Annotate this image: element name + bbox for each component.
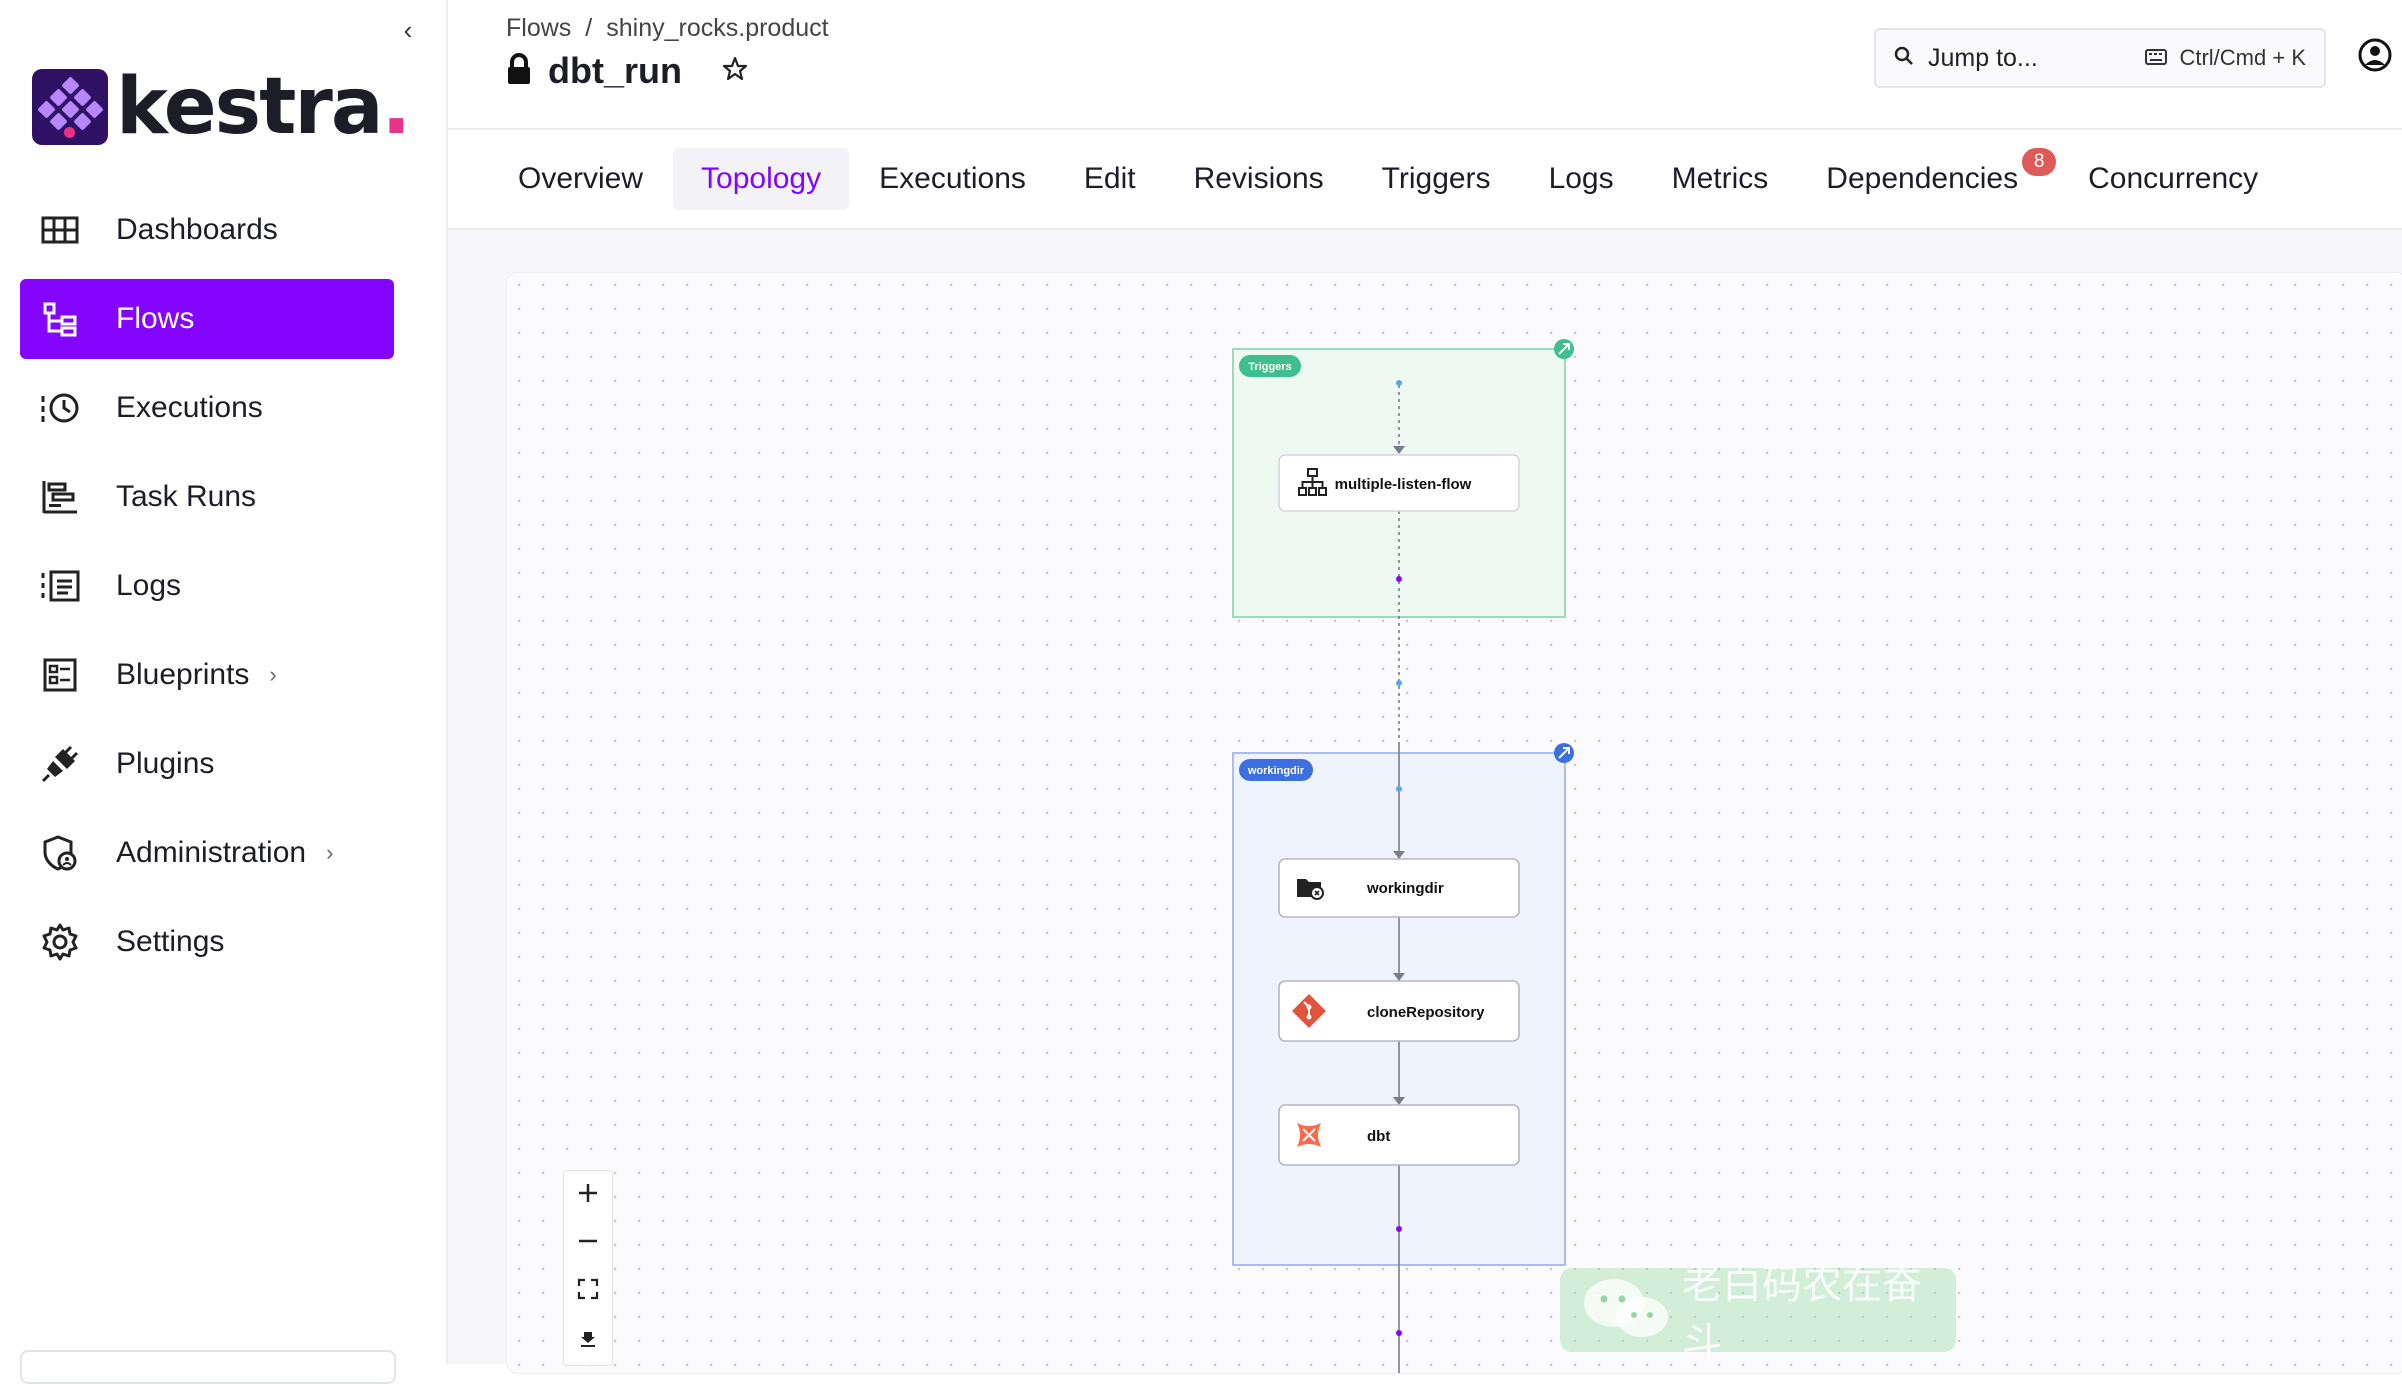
sidebar-item-flows[interactable]: Flows [20,279,394,359]
sidebar-item-label: Logs [116,569,182,602]
node-multiple-listen-flow[interactable]: multiple-listen-flow [1278,454,1520,512]
kestra-logo-mark [32,69,108,145]
tab-executions[interactable]: Executions [879,162,1026,195]
page-header: Flows / shiny_rocks.product dbt_run Jump t… [448,0,2402,130]
sidebar-item-label: Administration [116,836,307,869]
executions-icon [38,386,82,430]
dbt-icon [1297,1123,1321,1147]
tab-dependencies[interactable]: Dependencies 8 [1798,148,2058,210]
tab-overview[interactable]: Overview [518,162,644,195]
logs-icon [38,564,82,608]
jump-to-search[interactable]: Jump to... Ctrl/Cmd + K [1874,28,2326,88]
dashboards-icon [38,208,82,252]
tab-concurrency[interactable]: Concurrency [2088,162,2259,195]
workingdir-cluster-tag [1239,759,1313,781]
plugins-icon [38,742,82,786]
topology-area: Triggers workingdir [448,230,2402,1374]
node-label: dbt [1367,1128,1390,1145]
git-icon [1292,994,1326,1028]
triggers-cluster-tag [1239,355,1301,377]
sidebar-item-label: Plugins [116,747,215,780]
watermark-text: 老白码农在奋斗 [1682,1263,1922,1365]
search-icon [1894,46,1914,71]
breadcrumb-flows-link[interactable]: Flows [506,14,572,42]
chevron-right-icon: › [326,840,334,865]
flow-tabs: Overview Topology Executions Edit Revisi… [448,130,2402,230]
breadcrumb: Flows / shiny_rocks.product [506,14,829,43]
sidebar-item-label: Blueprints [116,658,250,691]
topology-graph: Triggers workingdir [1232,339,1574,1373]
tab-edit[interactable]: Edit [1083,162,1136,195]
page-title: dbt_run [548,50,682,91]
download-button[interactable] [564,1315,612,1363]
watermark: 老白码农在奋斗 [1560,1263,1956,1365]
sidebar-item-administration[interactable]: Administration › [20,813,394,893]
tab-revisions[interactable]: Revisions [1193,162,1324,195]
keyboard-icon [2145,45,2168,71]
keyboard-shortcut: Ctrl/Cmd + K [2145,45,2306,71]
folder-icon [1297,879,1324,900]
fit-view-button[interactable] [564,1267,612,1315]
triggers-cluster-label: Triggers [1248,361,1291,373]
breadcrumb-namespace-link[interactable]: shiny_rocks.product [606,14,829,42]
wechat-icon [1578,1273,1674,1348]
sidebar-item-label: Executions [116,391,263,424]
brand-name: kestra. [116,62,411,152]
sidebar-footer [20,1350,396,1384]
search-input[interactable]: Jump to... [1928,43,2038,72]
flows-icon [38,297,82,341]
hierarchy-icon [1298,468,1327,496]
zoom-out-button[interactable] [564,1219,612,1267]
sidebar: ‹ kestra. Dashboards Flows Ex [0,0,448,1384]
sidebar-item-settings[interactable]: Settings [20,902,394,982]
tab-label: Dependencies [1826,162,2019,195]
fullscreen-icon [577,1274,599,1308]
blueprints-icon [38,653,82,697]
node-label: cloneRepository [1367,1004,1485,1021]
sidebar-item-blueprints[interactable]: Blueprints › [20,635,394,715]
download-icon [578,1322,598,1356]
minus-icon [577,1226,599,1260]
collapse-sidebar-button[interactable]: ‹ [403,15,413,45]
tab-triggers[interactable]: Triggers [1381,162,1491,195]
tab-topology[interactable]: Topology [673,148,850,210]
zoom-in-button[interactable] [564,1171,612,1219]
workingdir-cluster-label: workingdir [1247,765,1305,777]
star-icon[interactable] [722,56,748,87]
node-label: multiple-listen-flow [1335,476,1472,493]
sidebar-item-logs[interactable]: Logs [20,546,394,626]
breadcrumb-separator: / [585,14,593,42]
node-workingdir[interactable]: workingdir [1278,858,1520,918]
node-dbt[interactable]: dbt [1278,1104,1520,1166]
sidebar-item-label: Flows [116,302,195,335]
sidebar-item-executions[interactable]: Executions [20,368,394,448]
chevron-right-icon: › [269,662,277,687]
user-avatar-icon[interactable] [2358,38,2392,77]
sidebar-item-label: Task Runs [116,480,257,513]
sidebar-item-dashboards[interactable]: Dashboards [20,190,394,270]
dependencies-count-badge: 8 [2022,148,2057,176]
kestra-logo[interactable]: kestra. [32,62,411,152]
topology-canvas[interactable]: Triggers workingdir [506,272,2402,1374]
node-label: workingdir [1366,880,1444,897]
page-title-row: dbt_run [506,50,748,92]
administration-icon [38,831,82,875]
sidebar-item-plugins[interactable]: Plugins [20,724,394,804]
sidebar-item-label: Settings [116,925,225,958]
task-runs-icon [38,475,82,519]
tab-metrics[interactable]: Metrics [1671,162,1769,195]
sidebar-item-task-runs[interactable]: Task Runs [20,457,394,537]
sidebar-nav: Dashboards Flows Executions Task Runs Lo… [20,190,394,991]
shortcut-label: Ctrl/Cmd + K [2179,45,2306,70]
zoom-controls [563,1170,613,1366]
lock-icon [506,52,532,90]
plus-icon [577,1178,599,1212]
sidebar-item-label: Dashboards [116,213,278,246]
node-clonerepository[interactable]: cloneRepository [1278,980,1520,1042]
tab-logs[interactable]: Logs [1548,162,1614,195]
settings-icon [38,920,82,964]
